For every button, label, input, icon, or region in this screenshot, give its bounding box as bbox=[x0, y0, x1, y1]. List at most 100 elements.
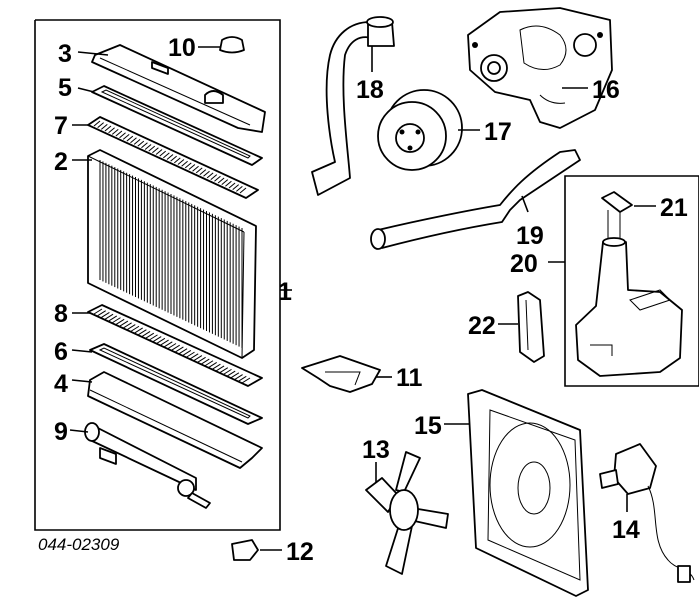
radiator-upper-tank bbox=[77, 44, 266, 133]
hatch-line bbox=[119, 132, 126, 139]
hatch-line bbox=[159, 150, 167, 157]
hatch-line bbox=[149, 334, 158, 341]
hatch-line bbox=[173, 157, 181, 164]
hatch-line bbox=[170, 155, 177, 162]
callout-20: 20 bbox=[510, 250, 538, 278]
hatch-line bbox=[175, 346, 184, 353]
radiator-lower-tank bbox=[71, 371, 263, 469]
hatch-line bbox=[184, 162, 192, 169]
radiator-cap bbox=[198, 36, 245, 54]
hatch-line bbox=[226, 370, 236, 377]
hatch-line bbox=[108, 315, 118, 322]
callout-9: 9 bbox=[54, 418, 68, 446]
hatch-line bbox=[163, 152, 170, 159]
radiator-core-fins bbox=[99, 160, 243, 348]
hatch-line bbox=[228, 182, 236, 189]
hatch-line bbox=[210, 174, 218, 180]
lower-core-plate-slots bbox=[93, 308, 251, 384]
hatch-line bbox=[104, 125, 112, 132]
hatch-line bbox=[130, 325, 140, 332]
hatch-line bbox=[223, 368, 232, 375]
hatch-line bbox=[152, 336, 162, 343]
hatch-line bbox=[217, 177, 225, 184]
hatch-line bbox=[189, 353, 199, 360]
hatch-line bbox=[115, 130, 123, 137]
hatch-line bbox=[234, 374, 243, 380]
callout-17: 17 bbox=[484, 118, 512, 146]
hatch-line bbox=[221, 179, 229, 186]
lower-core-plate bbox=[72, 304, 263, 387]
radiator-clip bbox=[231, 539, 282, 561]
hatch-line bbox=[145, 332, 155, 339]
hatch-line bbox=[206, 172, 214, 179]
hatch-line bbox=[178, 348, 188, 355]
hatch-line bbox=[188, 164, 196, 170]
hatch-line bbox=[122, 134, 130, 140]
hatch-line bbox=[192, 165, 199, 172]
hatch-line bbox=[127, 324, 136, 330]
hatch-line bbox=[238, 375, 247, 382]
hatch-line bbox=[230, 372, 240, 379]
callout-14: 14 bbox=[612, 516, 640, 544]
catalog-code: 044-02309 bbox=[38, 535, 120, 554]
water-pump-pulley bbox=[377, 89, 480, 171]
hatch-line bbox=[104, 313, 114, 320]
hatch-line bbox=[182, 349, 192, 356]
coolant-reservoir-tank bbox=[575, 210, 683, 377]
callout-8: 8 bbox=[54, 300, 68, 328]
hatch-line bbox=[108, 127, 115, 134]
upper-core-plate bbox=[72, 116, 259, 199]
hatch-line bbox=[111, 128, 119, 135]
lower-tank-gasket bbox=[71, 343, 263, 425]
callout-3: 3 bbox=[58, 40, 72, 68]
callout-1: 1 bbox=[278, 278, 292, 306]
hatch-line bbox=[203, 170, 210, 177]
upper-tank-gasket bbox=[77, 85, 263, 166]
hatch-line bbox=[166, 154, 174, 160]
radiator-core bbox=[72, 149, 257, 359]
radiator-support-bracket bbox=[301, 355, 392, 393]
reservoir-bracket bbox=[498, 291, 545, 363]
hatch-line bbox=[219, 367, 229, 374]
hatch-line bbox=[171, 344, 180, 351]
hatch-line bbox=[126, 135, 134, 142]
callout-19: 19 bbox=[516, 222, 544, 250]
hatch-line bbox=[101, 312, 110, 318]
hatch-line bbox=[167, 343, 177, 349]
hatch-line bbox=[225, 180, 232, 187]
hatch-line bbox=[186, 351, 195, 358]
hatch-line bbox=[115, 318, 125, 325]
hatch-line bbox=[155, 149, 163, 155]
hatch-line bbox=[93, 120, 101, 127]
callout-16: 16 bbox=[592, 76, 620, 104]
hatch-line bbox=[130, 137, 137, 144]
reservoir-cap bbox=[601, 191, 656, 213]
hatch-line bbox=[204, 360, 214, 367]
callout-18: 18 bbox=[356, 76, 384, 104]
upper-radiator-hose bbox=[311, 16, 395, 196]
callout-labels: 1 2 3 4 5 6 7 8 9 10 11 12 13 14 15 16 1… bbox=[38, 34, 688, 566]
callout-12: 12 bbox=[286, 538, 314, 566]
hatch-line bbox=[232, 184, 240, 191]
hatch-line bbox=[195, 167, 203, 174]
fan-motor bbox=[599, 443, 695, 583]
hatch-line bbox=[201, 358, 210, 365]
hatch-line bbox=[212, 363, 221, 370]
hatch-line bbox=[197, 356, 206, 363]
hatch-line bbox=[241, 377, 251, 384]
hatch-line bbox=[148, 145, 156, 152]
hatch-line bbox=[236, 185, 243, 192]
hatch-line bbox=[215, 365, 225, 372]
hatch-line bbox=[138, 329, 147, 336]
hatch-line bbox=[141, 142, 148, 149]
hatch-line bbox=[177, 159, 185, 165]
upper-core-plate-slots bbox=[93, 120, 247, 194]
hatch-line bbox=[93, 308, 103, 315]
hatch-line bbox=[156, 337, 166, 344]
hatch-line bbox=[193, 355, 203, 361]
hatch-line bbox=[144, 144, 152, 150]
hatch-line bbox=[97, 122, 104, 129]
hatch-line bbox=[214, 175, 221, 182]
callout-5: 5 bbox=[58, 74, 72, 102]
hatch-line bbox=[181, 160, 188, 167]
